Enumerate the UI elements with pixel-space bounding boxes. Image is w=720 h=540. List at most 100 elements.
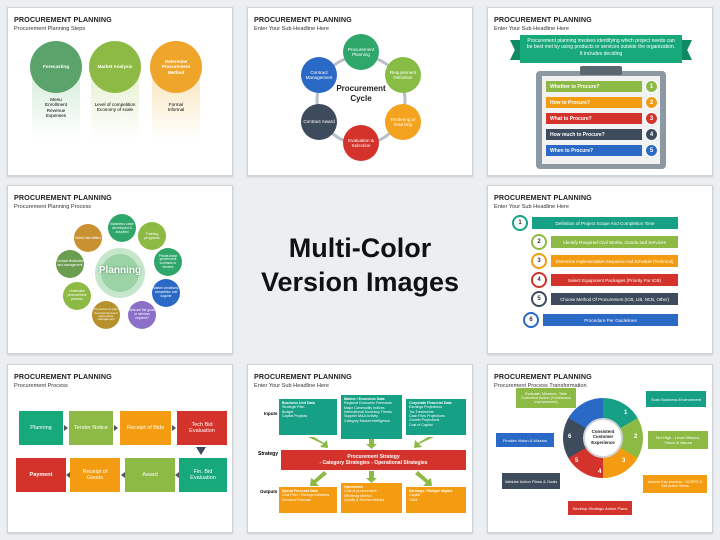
slide-procure-questions[interactable]: PROCUREMENT PLANNING Enter Your Sub Head… [487,7,713,176]
question-3: What to Procure? [550,115,592,122]
petal-7: Undertake procurement process [63,282,91,310]
step-6: Procedure Per Guidelines [543,314,678,326]
node-contract-management: Contract Management [301,57,337,93]
question-4-num: 4 [645,128,658,141]
step-tech-bid: Tech Bid Evaluation [177,411,227,445]
slide-planning-steps[interactable]: PROCUREMENT PLANNING Procurement Plannin… [7,7,233,176]
step-receipt-goods: Receipt of Goods [70,458,120,492]
step-planning: Planning [19,411,63,445]
question-2-num: 2 [645,96,658,109]
petal-5: What are the goods or services required? [128,301,156,329]
slide-title: PROCUREMENT PLANNING [254,15,352,24]
step-tender-notice: Tender Notice [69,411,113,445]
node-requirement-definition: Requirement Definition [385,57,421,93]
label-outputs: Outputs [260,489,278,494]
step-fin-bid: Fin. Bid Evaluation [179,458,227,492]
node-evaluation: Evaluation & Selection [343,125,379,161]
step-4: Select Equipment Packages (Priority For … [551,274,678,286]
label-finalize: Finalize Vision & Mission [496,433,554,447]
slide-subtitle: Enter Your Sub Headline Here [254,383,329,389]
slide-subtitle: Enter Your Sub Headline Here [494,204,569,210]
slide-procurement-process[interactable]: PROCUREMENT PLANNING Procurement Process… [7,364,233,533]
slide-title: PROCUREMENT PLANNING [494,15,592,24]
clipboard-clip [580,66,622,75]
gallery-heading: Multi-Color Version Images [260,233,460,297]
slide-title: PROCUREMENT PLANNING [14,372,112,381]
circle-procurement-method: Determine Procurement Method [150,41,202,93]
label-mission-vision: Set High - Level Mission, Vision & Value… [648,431,708,449]
slide-procurement-cycle[interactable]: PROCUREMENT PLANNING Enter Your Sub Head… [247,7,473,176]
slide-subtitle: Procurement Planning Steps [14,26,86,32]
ring-num-5: 5 [575,458,579,464]
step-2: Identify Required Civil Works, Goods and… [551,236,678,248]
ring-center: Consistent Customer Experience [591,429,615,445]
slide-title: PROCUREMENT PLANNING [494,193,592,202]
slide-subtitle: Enter Your Sub Headline Here [254,26,329,32]
planning-center: Planning [98,265,142,276]
label-scan: Scan Business Environment [646,391,706,407]
info-banner: Procurement planning involves identifyin… [520,35,682,63]
slide-title: PROCUREMENT PLANNING [14,15,112,24]
step-award: Award [125,458,175,492]
step-4-num: 4 [531,272,547,288]
slide-process-transformation[interactable]: PROCUREMENT PLANNING Procurement Process… [487,364,713,533]
cycle-center-label: Procurement Cycle [336,84,386,103]
petal-6: Procurement plan development and approva… [92,301,120,329]
label-develop: Develop Strategic Action Plans [568,501,632,515]
ring-num-3: 3 [622,458,626,464]
step-5-num: 5 [531,291,547,307]
label-assess: Assess Key process - SCERS & Set Action … [643,475,707,493]
slide-subtitle: Procurement Process [14,383,68,389]
label-strategy: Strategy [258,451,279,457]
step-3: Determine Implementation Sequence And Sc… [551,255,678,267]
ring-num-6: 6 [568,434,572,440]
slide-subtitle: Procurement Planning Process [14,204,92,210]
slide-title: PROCUREMENT PLANNING [494,372,592,381]
input-corporate-financial: Corporate Financial Data Earnings Projec… [406,399,466,435]
question-1-num: 1 [645,80,658,93]
question-5: When to Procure? [550,147,594,154]
slide-subtitle: Procurement Process Transformation [494,383,587,389]
slide-title: PROCUREMENT PLANNING [254,372,352,381]
circle-market-analysis: Market Analysis [89,41,141,93]
step-payment: Payment [16,458,66,492]
slide-subtitle: Enter Your Sub Headline Here [494,26,569,32]
step-receipt-bids: Receipt of Bids [120,411,171,445]
question-5-num: 5 [645,144,658,157]
step-3-num: 3 [531,253,547,269]
slide-title: PROCUREMENT PLANNING [14,193,112,202]
ring-num-4: 4 [598,469,602,475]
step-5: Choose Method Of Procurement (ICB, LIB, … [551,293,678,305]
petal-2: Training programs [138,222,166,250]
slide-steps-list[interactable]: PROCUREMENT PLANNING Enter Your Sub Head… [487,185,713,354]
petal-8: Contract finalization and management [56,250,84,278]
step-1: Definition of Project Scope And Completi… [532,217,678,229]
label-validate: Validate Action Plans & Goals [502,473,560,489]
output-spend-forecast: Spend Forecast Data Cost Plan / Savings … [279,487,337,513]
strategy-arrows [308,437,434,486]
question-4: How much to Procure? [550,131,605,138]
label-inputs: Inputs [264,411,278,416]
petal-3: Private-lease government contracts or te… [154,248,182,276]
ring-num-1: 1 [624,410,628,416]
question-3-num: 3 [645,112,658,125]
strategy-bar: Procurement Strategy - Category Strategi… [281,450,466,470]
node-tendering: Tendering or Sourcing [385,104,421,140]
step-2-num: 2 [531,234,547,250]
node-contract-award: Contract Award [301,104,337,140]
question-1: Whether to Procure? [550,83,600,90]
question-2: How to Procure? [550,99,591,106]
step-6-num: 6 [523,312,539,328]
petal-4: Market conditions, competition and suppl… [152,279,180,307]
slide-procurement-strategy[interactable]: PROCUREMENT PLANNING Enter Your Sub Head… [247,364,473,533]
label-evaluate: Evaluate, Measure, Take Corrective Actio… [516,388,576,408]
ring-num-2: 2 [634,434,638,440]
slide-planning-process[interactable]: PROCUREMENT PLANNING Procurement Plannin… [7,185,233,354]
